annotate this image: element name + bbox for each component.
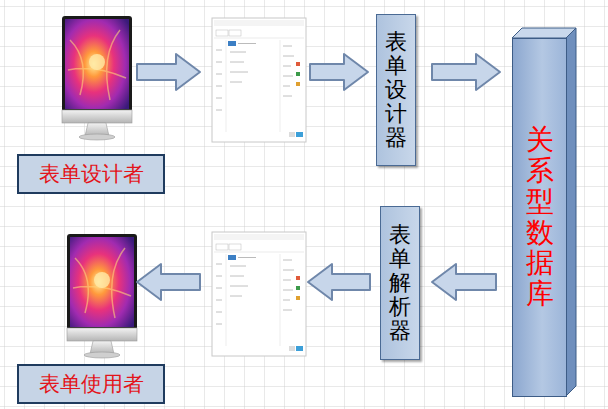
computer-icon: [67, 234, 137, 358]
flow-arrow: [137, 54, 200, 90]
role-label-box: 表单设计者: [17, 154, 165, 194]
flow-arrow: [308, 264, 370, 300]
form-screenshot: [212, 18, 306, 142]
node-text: 表单设计者: [39, 160, 144, 188]
flow-arrow: [432, 264, 496, 300]
flow-arrow: [310, 54, 368, 90]
node-text: 关系型数据库: [526, 125, 554, 310]
node-text: 表单使用者: [39, 370, 144, 398]
computer-icon: [62, 16, 132, 140]
database-box: 关系型数据库: [512, 38, 567, 397]
database-side-face: [566, 28, 576, 396]
process-box: 表单解析器: [380, 206, 420, 360]
role-label-box: 表单使用者: [17, 364, 165, 404]
flow-arrow: [432, 54, 500, 90]
node-text: 表单解析器: [389, 223, 411, 344]
node-text: 表单设计器: [385, 30, 407, 151]
process-box: 表单设计器: [376, 14, 416, 166]
database-top-face: [512, 28, 576, 38]
form-screenshot: [212, 232, 306, 356]
flow-arrow: [137, 264, 200, 300]
